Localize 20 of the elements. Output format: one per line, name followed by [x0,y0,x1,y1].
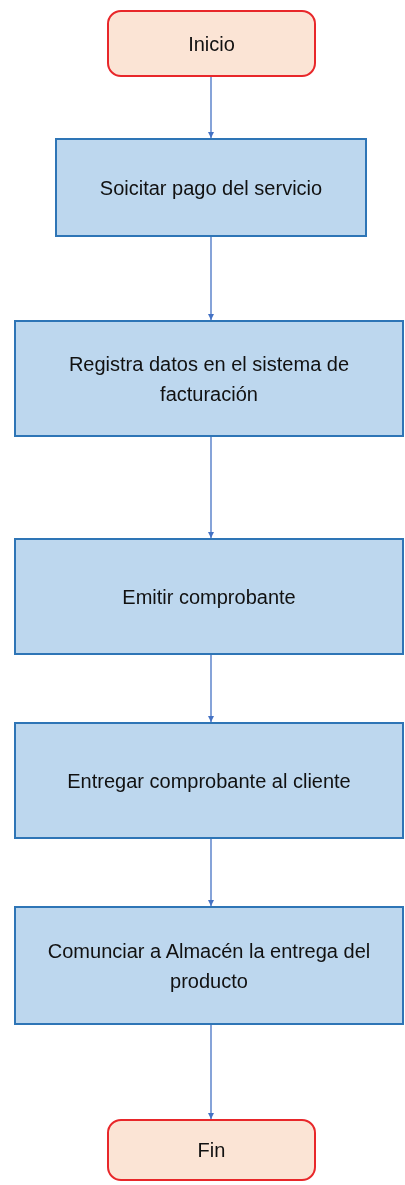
arrow [207,654,215,723]
process-box [14,722,404,839]
arrow [207,838,215,907]
node-label: Fin [197,1138,226,1163]
node-label: Entregar comprobante al cliente [67,768,351,794]
node-label: Soicitar pago del servicio [99,175,323,201]
arrow [207,436,215,539]
terminal-box [107,10,316,77]
node-label: Inicio [188,31,235,57]
arrow [207,76,215,139]
node-label: Emitir comprobante [122,584,296,610]
process-box [14,538,404,655]
process-box [14,320,404,437]
node-label: Comunciar a Almacén la entrega del producto [46,938,372,994]
arrow [207,236,215,321]
arrow [207,1024,215,1120]
process-box [14,906,404,1025]
node-label: Registra datos en el sistema de facturación [67,351,351,407]
terminal-box [107,1119,316,1181]
process-box [55,138,367,237]
